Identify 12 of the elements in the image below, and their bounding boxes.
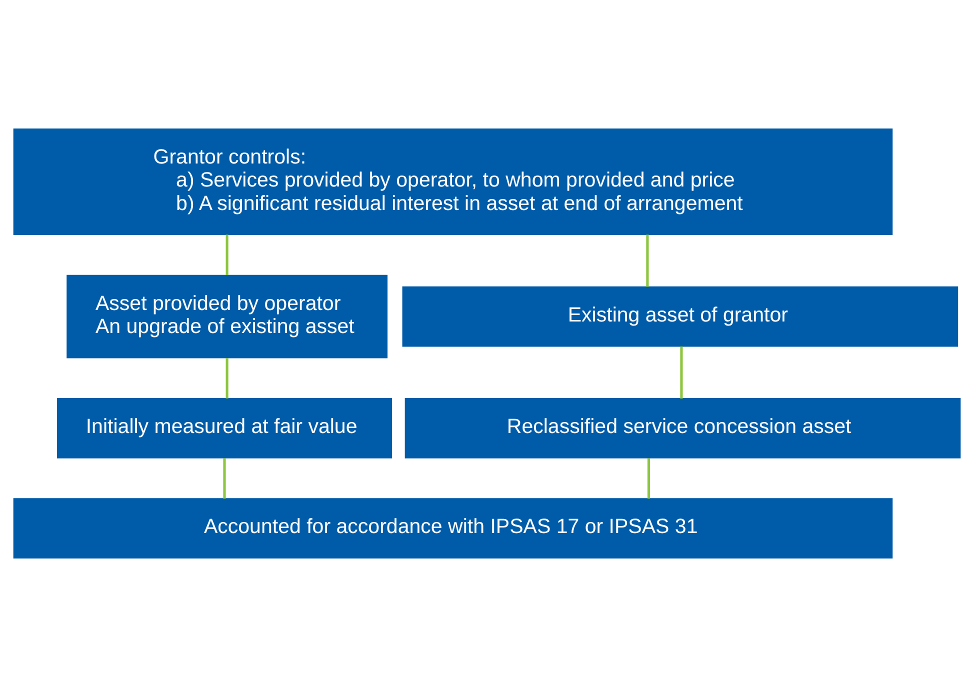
node-box: Asset provided by operator An upgrade of existing asset [66, 274, 388, 358]
connector [647, 458, 650, 499]
node-box: Reclassified service concession asset [404, 398, 961, 458]
node-box: Existing asset of grantor [402, 286, 958, 347]
node-box: Initially measured at fair value [56, 398, 392, 458]
node-box: Accounted for accordance with IPSAS 17 or IPSAS 31 [13, 498, 893, 558]
connector [646, 234, 649, 287]
connector [680, 346, 683, 399]
connector [223, 458, 226, 499]
node-box: Grantor controls: a) Services provided by operator, to whom provided and price b) A significant residual interest in asset at end of arrangement [13, 128, 893, 236]
connector [226, 234, 228, 276]
connector [226, 358, 228, 398]
